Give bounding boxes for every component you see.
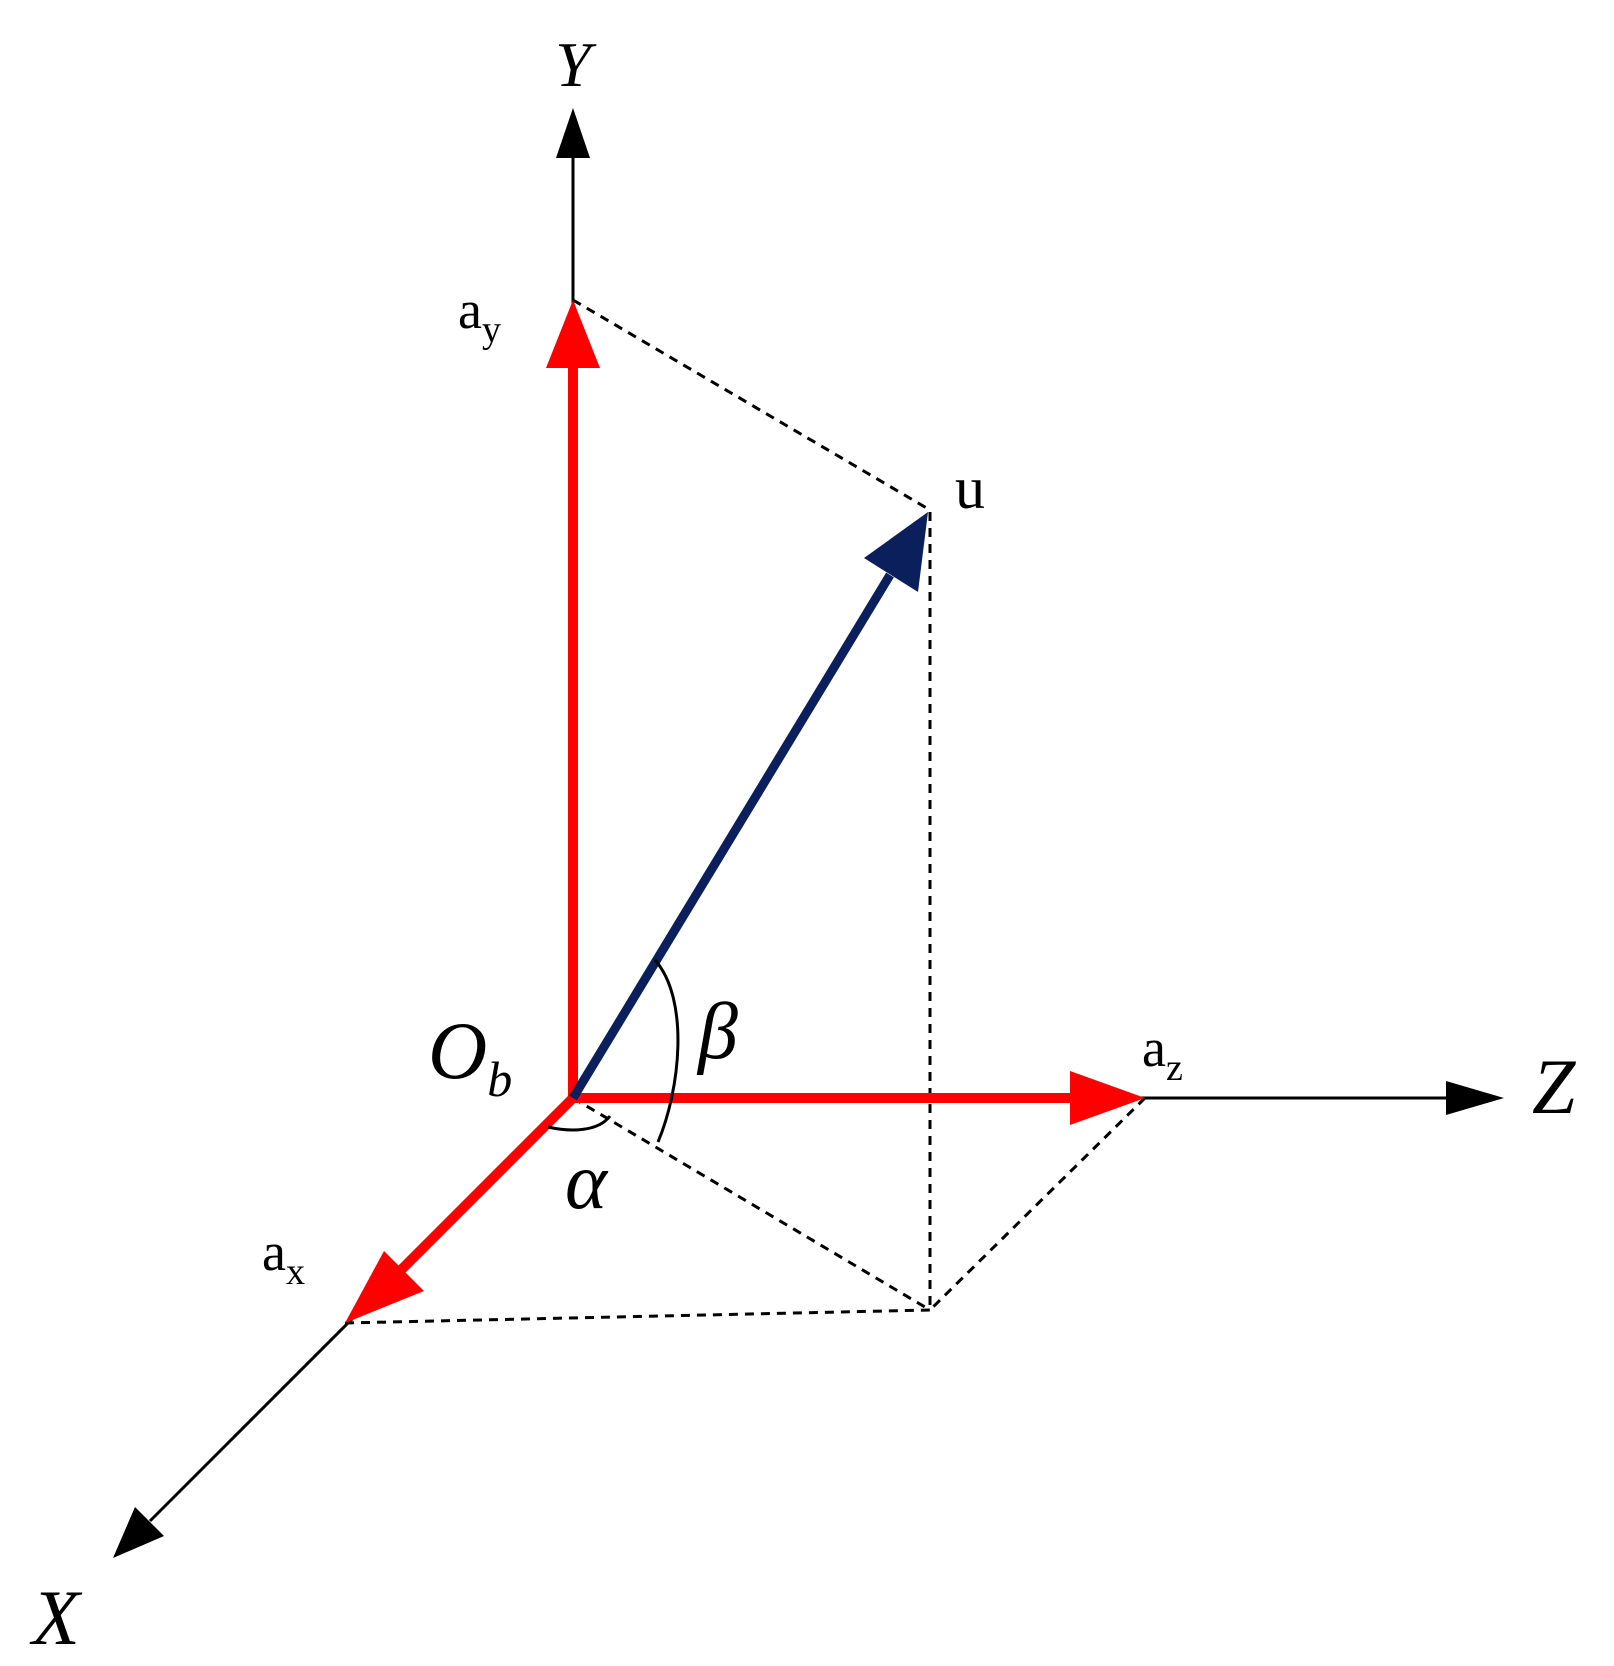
- projection-ay-to-u: [572, 298, 931, 512]
- az-label: az: [1142, 1018, 1183, 1089]
- vector-u: [569, 512, 928, 1101]
- u-label: u: [955, 455, 985, 521]
- z-axis-arrowhead: [1446, 1081, 1504, 1115]
- az-vector-arrowhead: [1070, 1071, 1145, 1125]
- x-axis-label: X: [29, 1574, 83, 1661]
- y-axis-label: Y: [555, 29, 597, 100]
- axes-group: [113, 108, 1504, 1558]
- origin-label: Ob: [428, 1005, 512, 1107]
- ax-vector-shaft: [394, 1094, 577, 1277]
- origin-subscript: b: [487, 1051, 512, 1107]
- y-axis-arrowhead: [556, 108, 590, 158]
- alpha-label: α: [565, 1138, 609, 1226]
- az-label-base: a: [1142, 1018, 1166, 1078]
- labels: Y Z X Ob ay az ax u β α: [29, 29, 1577, 1661]
- beta-arc: [653, 959, 680, 1143]
- projection-lines: [344, 298, 1147, 1325]
- projection-origin-to-foot: [572, 1096, 931, 1312]
- u-vector-shaft: [569, 572, 894, 1101]
- unit-vectors: [345, 300, 1145, 1323]
- projection-ax-to-foot: [344, 1308, 931, 1325]
- az-label-sub: z: [1166, 1047, 1183, 1089]
- ay-vector-arrowhead: [546, 300, 600, 368]
- ax-label-sub: x: [286, 1251, 305, 1293]
- x-axis-arrowhead: [113, 1507, 164, 1558]
- ay-label: ay: [458, 280, 501, 351]
- angle-arcs: [547, 959, 680, 1143]
- origin-main: O: [428, 1005, 487, 1096]
- ax-label-base: a: [262, 1222, 286, 1282]
- ay-label-sub: y: [482, 309, 501, 351]
- z-axis-label: Z: [1532, 1043, 1577, 1130]
- ax-vector-arrowhead: [345, 1251, 424, 1323]
- u-vector-arrowhead: [864, 512, 928, 592]
- alpha-arc: [547, 1115, 612, 1132]
- beta-label: β: [696, 988, 738, 1076]
- ax-label: ax: [262, 1222, 305, 1293]
- projection-az-to-foot: [928, 1096, 1147, 1312]
- ay-label-base: a: [458, 280, 482, 340]
